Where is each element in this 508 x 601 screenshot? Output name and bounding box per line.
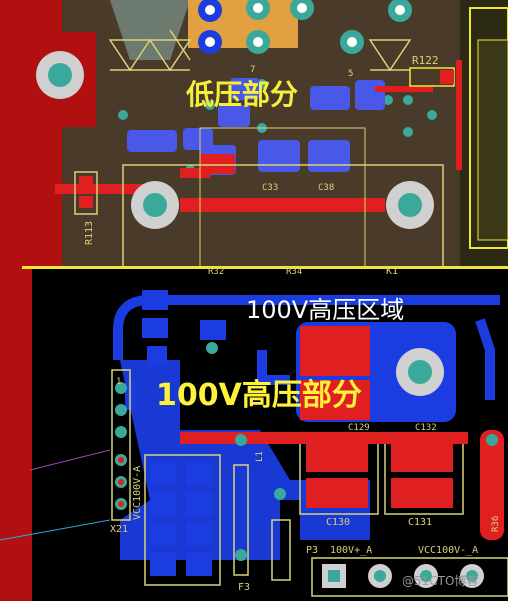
label-vcc100v-a-vertical: VCC100V-A	[132, 466, 143, 520]
bottom-tracks-upper	[55, 60, 462, 212]
label-net-100v-a: 100V+_A	[330, 545, 372, 556]
annotation-low-voltage: 低压部分	[185, 78, 298, 111]
label-c38: C38	[318, 183, 334, 193]
hv-copper-pour	[120, 360, 370, 560]
label-r36: R36	[491, 516, 501, 532]
connector-p3-outline	[311, 557, 508, 597]
label-x21: X21	[110, 524, 128, 535]
isolation-boundary	[22, 266, 508, 269]
label-p3: P3	[306, 545, 318, 556]
annotation-hv-part: 100V高压部分	[156, 378, 362, 413]
label-pin-7: 7	[250, 65, 255, 75]
label-r34: R34	[286, 267, 302, 277]
label-net-vcc100v-a: VCC100V-_A	[418, 545, 478, 556]
label-k1: K1	[386, 266, 398, 277]
diode-symbols	[108, 29, 412, 72]
resistor-r113-outline	[74, 171, 98, 215]
label-c131: C131	[408, 517, 432, 528]
label-r122: R122	[412, 54, 439, 67]
label-c129: C129	[348, 423, 370, 433]
resistor-r36-pad	[480, 430, 504, 540]
watermark: @51CTO博客	[402, 573, 478, 588]
label-pin-5: 5	[348, 69, 353, 79]
hv-track	[180, 432, 468, 444]
label-r32: R32	[208, 267, 224, 277]
label-c130: C130	[326, 517, 350, 528]
connector-x21-pins	[115, 382, 127, 510]
smd-pads-upper	[127, 78, 385, 175]
ic-outline	[144, 454, 221, 586]
label-c33: C33	[262, 183, 278, 193]
label-f3: F3	[238, 582, 250, 593]
label-c132: C132	[415, 423, 437, 433]
annotation-hv-region: 100V高压区域	[246, 296, 404, 324]
left-copper-pour	[0, 0, 22, 601]
label-pin-1: 1	[116, 377, 121, 387]
connector-x21-outline	[111, 369, 131, 521]
label-r113: R113	[84, 221, 95, 245]
fuse-f3-outline	[233, 464, 249, 576]
label-l1: L1	[255, 451, 265, 462]
